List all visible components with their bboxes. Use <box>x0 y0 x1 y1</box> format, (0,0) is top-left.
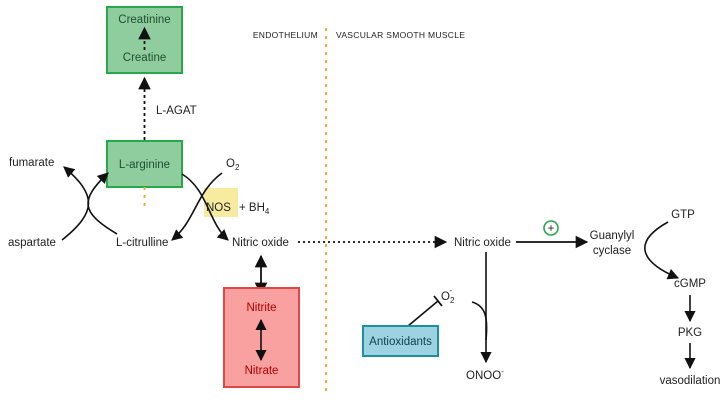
superoxide-join-curve <box>471 301 488 341</box>
arginine-to-nitric-oxide-arrow <box>181 173 229 241</box>
cyclase-label: cyclase <box>593 245 631 257</box>
gtp-label: GTP <box>671 209 695 221</box>
creatine-label: Creatine <box>123 52 166 64</box>
guanylyl-label: Guanylyl <box>590 230 635 242</box>
stimulation-plus-icon <box>543 220 559 236</box>
aspartate-to-fumarate-arrow <box>61 166 90 241</box>
antioxidant-inhibition-line <box>407 300 439 327</box>
header-endothelium: ENDOTHELIUM <box>253 30 318 40</box>
creatinine-label: Creatinine <box>118 14 170 26</box>
header-smooth-muscle: VASCULAR SMOOTH MUSCLE <box>336 30 465 40</box>
antioxidants-box <box>362 325 439 357</box>
inhibition-bar <box>433 295 443 307</box>
superoxide-label: O2- <box>441 286 455 305</box>
nitric-oxide-endo-label: Nitric oxide <box>232 237 289 249</box>
aspartate-label: aspartate <box>8 237 56 249</box>
l-citrulline-label: L-citrulline <box>116 237 168 249</box>
pkg-label: PKG <box>678 327 702 339</box>
nitric-oxide-vsm-label: Nitric oxide <box>454 237 511 249</box>
nos-to-citrulline-arrow <box>171 172 223 241</box>
vasodilation-label: vasodilation <box>660 375 721 387</box>
bh4-label: + BH4 <box>239 202 270 216</box>
fumarate-label: fumarate <box>9 157 54 169</box>
creatine-box <box>106 6 183 74</box>
onoo-label: ONOO- <box>466 367 504 382</box>
cgmp-label: cGMP <box>674 278 706 290</box>
antioxidants-label: Antioxidants <box>369 336 432 348</box>
gtp-to-cgmp-arrow <box>644 221 680 280</box>
nitrite-label: Nitrite <box>246 302 276 314</box>
l-arginine-box <box>106 140 183 188</box>
stimulation-plus-label: + <box>548 223 555 235</box>
l-arginine-label: L-arginine <box>119 159 170 171</box>
nos-label: NOS <box>206 202 231 214</box>
nitrate-label: Nitrate <box>245 365 279 377</box>
l-agat-label: L-AGAT <box>156 105 197 117</box>
o2-label: O2 <box>226 158 240 172</box>
